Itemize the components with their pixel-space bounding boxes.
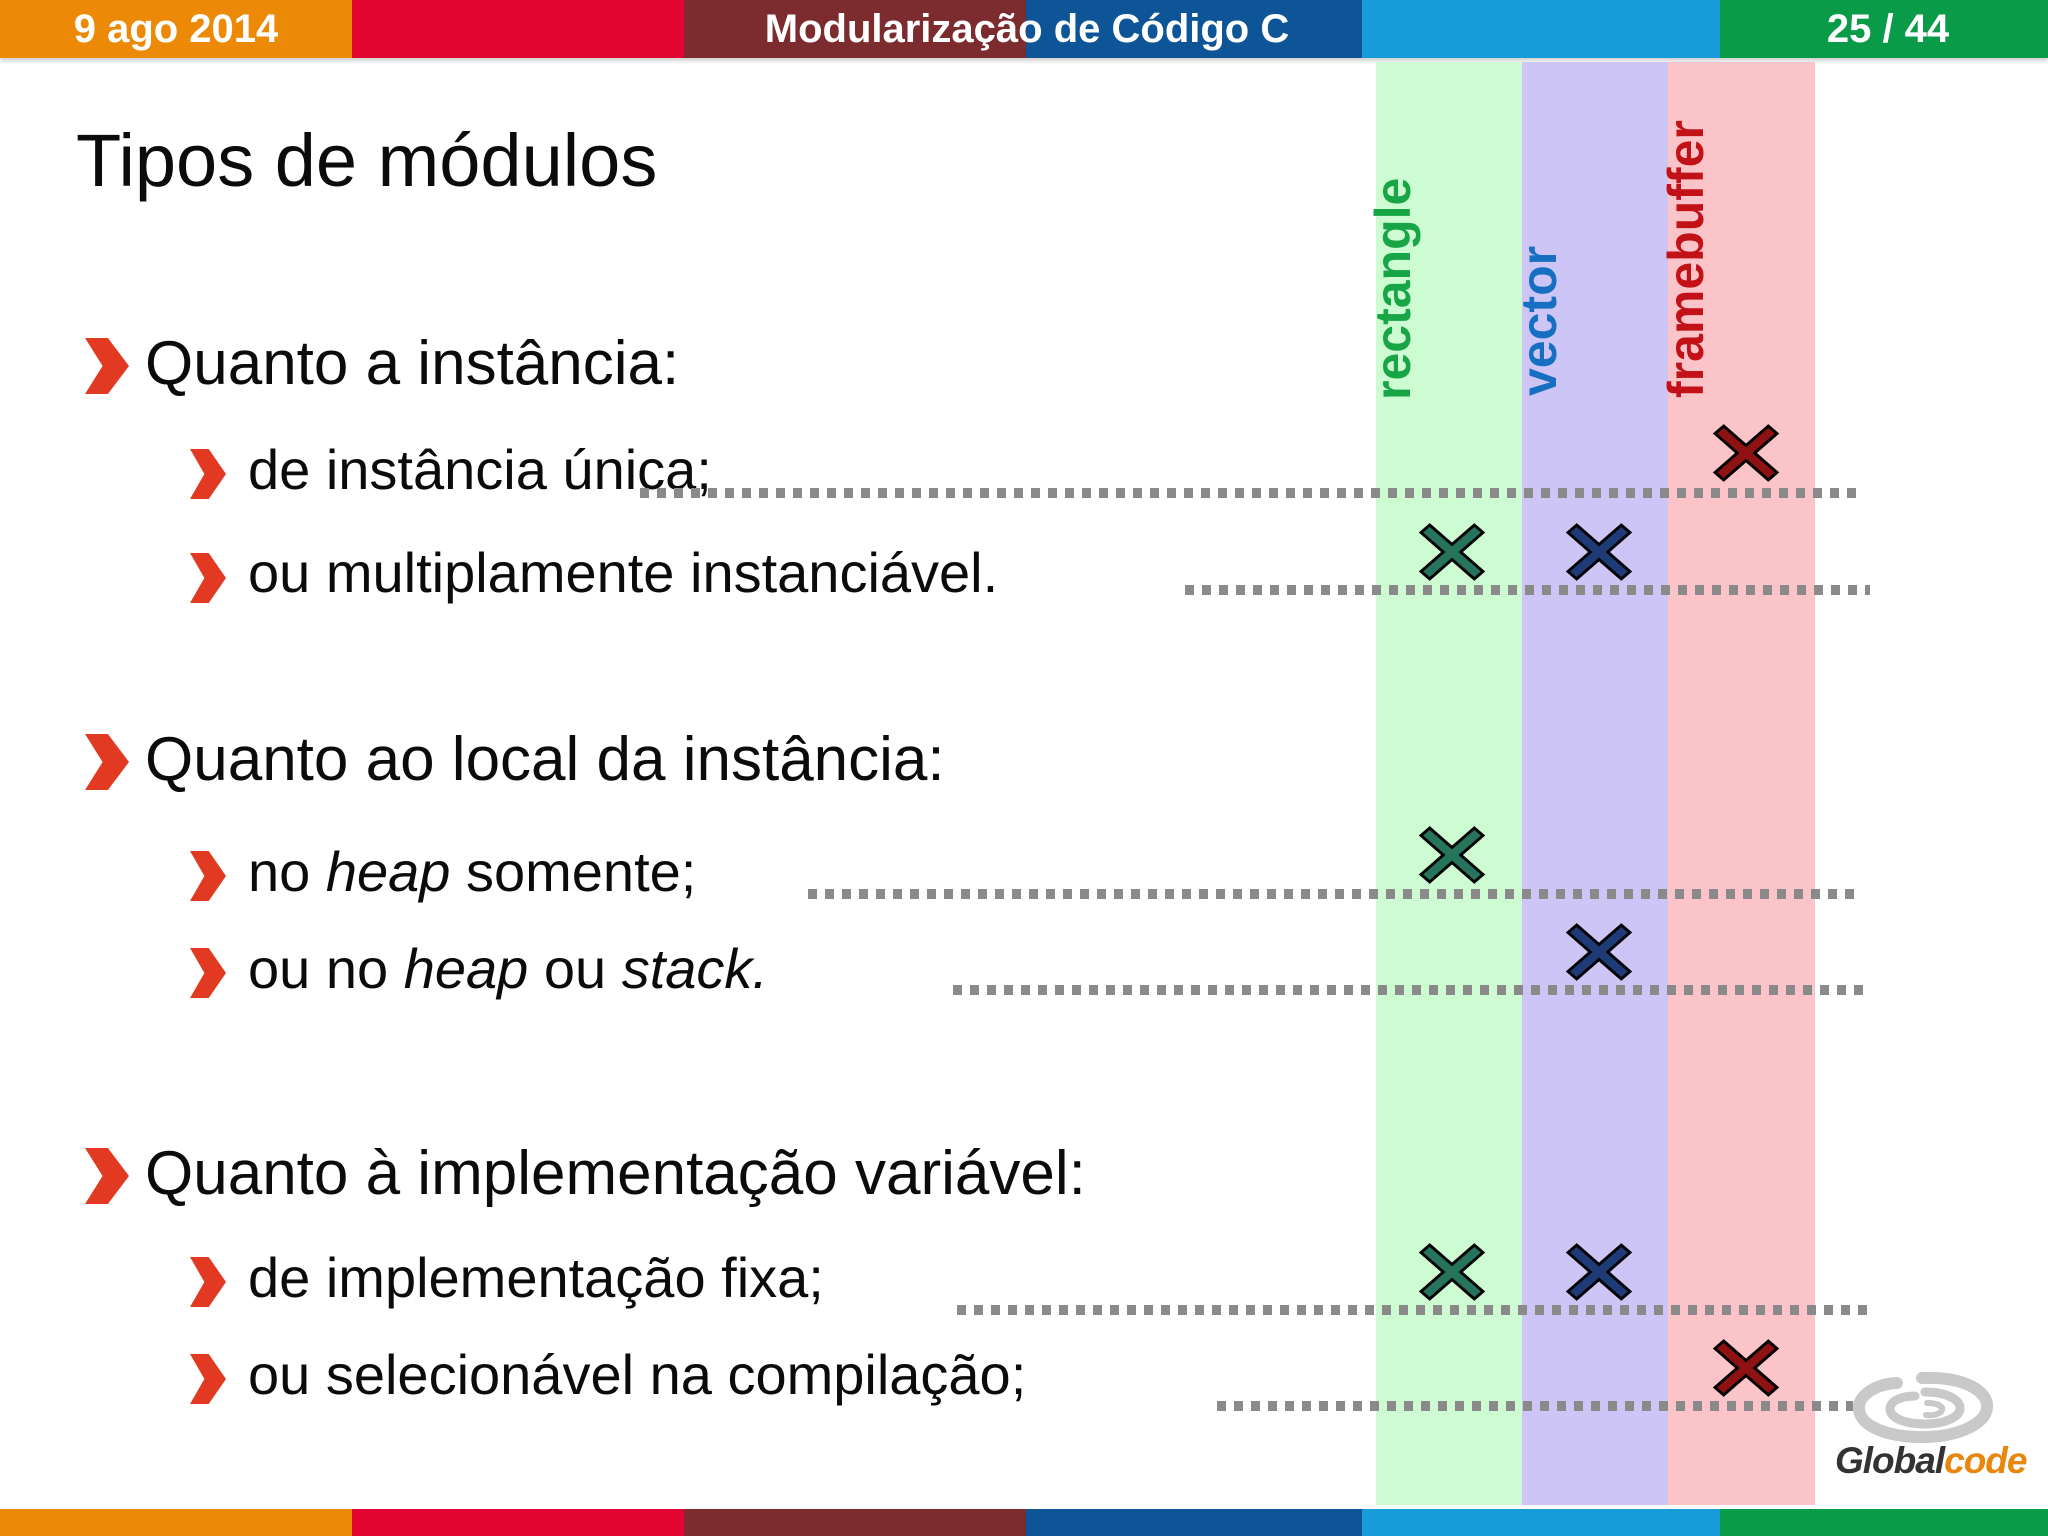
column-label-framebuffer: framebuffer xyxy=(1658,120,1714,398)
column-label-rectangle: rectangle xyxy=(1365,177,1421,400)
bottom-bar-segment-lightblue xyxy=(1362,1509,1720,1536)
list-item: no heap somente; xyxy=(248,840,697,903)
top-bar xyxy=(0,0,2048,58)
list-item: ou multiplamente instanciável. xyxy=(248,541,999,604)
dotted-leader-line xyxy=(1217,1401,1853,1411)
x-mark-vector xyxy=(1565,523,1633,581)
section-heading: Quanto a instância: xyxy=(145,329,680,398)
bottom-bar-segment-orange xyxy=(0,1509,352,1536)
dotted-leader-line xyxy=(957,1305,1868,1315)
bottom-bar-segment-green xyxy=(1720,1509,2048,1536)
chevron-bullet-icon xyxy=(85,338,129,394)
x-mark-rectangle xyxy=(1418,1243,1486,1301)
top-bar-segment-darkblue xyxy=(1026,0,1362,58)
section-heading: Quanto à implementação variável: xyxy=(145,1139,1086,1208)
dotted-leader-line xyxy=(808,889,1858,899)
page-indicator: 25 / 44 xyxy=(1826,7,1950,51)
list-item: de implementação fixa; xyxy=(248,1246,824,1309)
chevron-bullet-icon xyxy=(190,851,226,901)
x-mark-rectangle xyxy=(1418,523,1486,581)
chevron-bullet-icon xyxy=(190,553,226,603)
chevron-bullet-icon xyxy=(190,1354,226,1404)
bottom-bar-segment-maroon xyxy=(684,1509,1026,1536)
bottom-bar-segment-darkblue xyxy=(1026,1509,1362,1536)
dotted-leader-line xyxy=(640,488,1860,498)
swirl-icon xyxy=(1852,1371,1994,1444)
x-mark-vector xyxy=(1565,1243,1633,1301)
chevron-bullet-icon xyxy=(85,1148,129,1204)
top-bar-segment-orange xyxy=(0,0,352,58)
column-framebuffer xyxy=(1668,62,1815,1505)
top-bar-segment-green xyxy=(1720,0,2048,58)
top-bar-segment-lightblue xyxy=(1362,0,1720,58)
section-heading: Quanto ao local da instância: xyxy=(145,725,945,794)
page-title: Tipos de módulos xyxy=(76,119,658,202)
bottom-bar-segment-red xyxy=(352,1509,684,1536)
x-mark-framebuffer xyxy=(1712,1339,1780,1397)
top-bar-segment-maroon xyxy=(684,0,1026,58)
x-mark-rectangle xyxy=(1418,826,1486,884)
chevron-bullet-icon xyxy=(190,449,226,499)
chevron-bullet-icon xyxy=(190,948,226,998)
logo-text: Globalcode xyxy=(1835,1440,2027,1481)
globalcode-logo: Globalcode xyxy=(1835,1368,2045,1488)
column-label-vector: vector xyxy=(1511,245,1567,396)
slide-date: 9 ago 2014 xyxy=(73,7,279,51)
deck-title: Modularização de Código C xyxy=(764,7,1290,51)
x-mark-vector xyxy=(1565,923,1633,981)
list-item: ou selecionável na compilação; xyxy=(248,1343,1027,1406)
dotted-leader-line xyxy=(953,985,1865,995)
list-item: ou no heap ou stack. xyxy=(248,937,768,1000)
list-item: de instância única; xyxy=(248,438,712,501)
chevron-bullet-icon xyxy=(190,1257,226,1307)
top-bar-segment-red xyxy=(352,0,684,58)
bottom-bar xyxy=(0,1509,2048,1536)
chevron-bullet-icon xyxy=(85,734,129,790)
dotted-leader-line xyxy=(1185,585,1870,595)
x-mark-framebuffer xyxy=(1712,424,1780,482)
